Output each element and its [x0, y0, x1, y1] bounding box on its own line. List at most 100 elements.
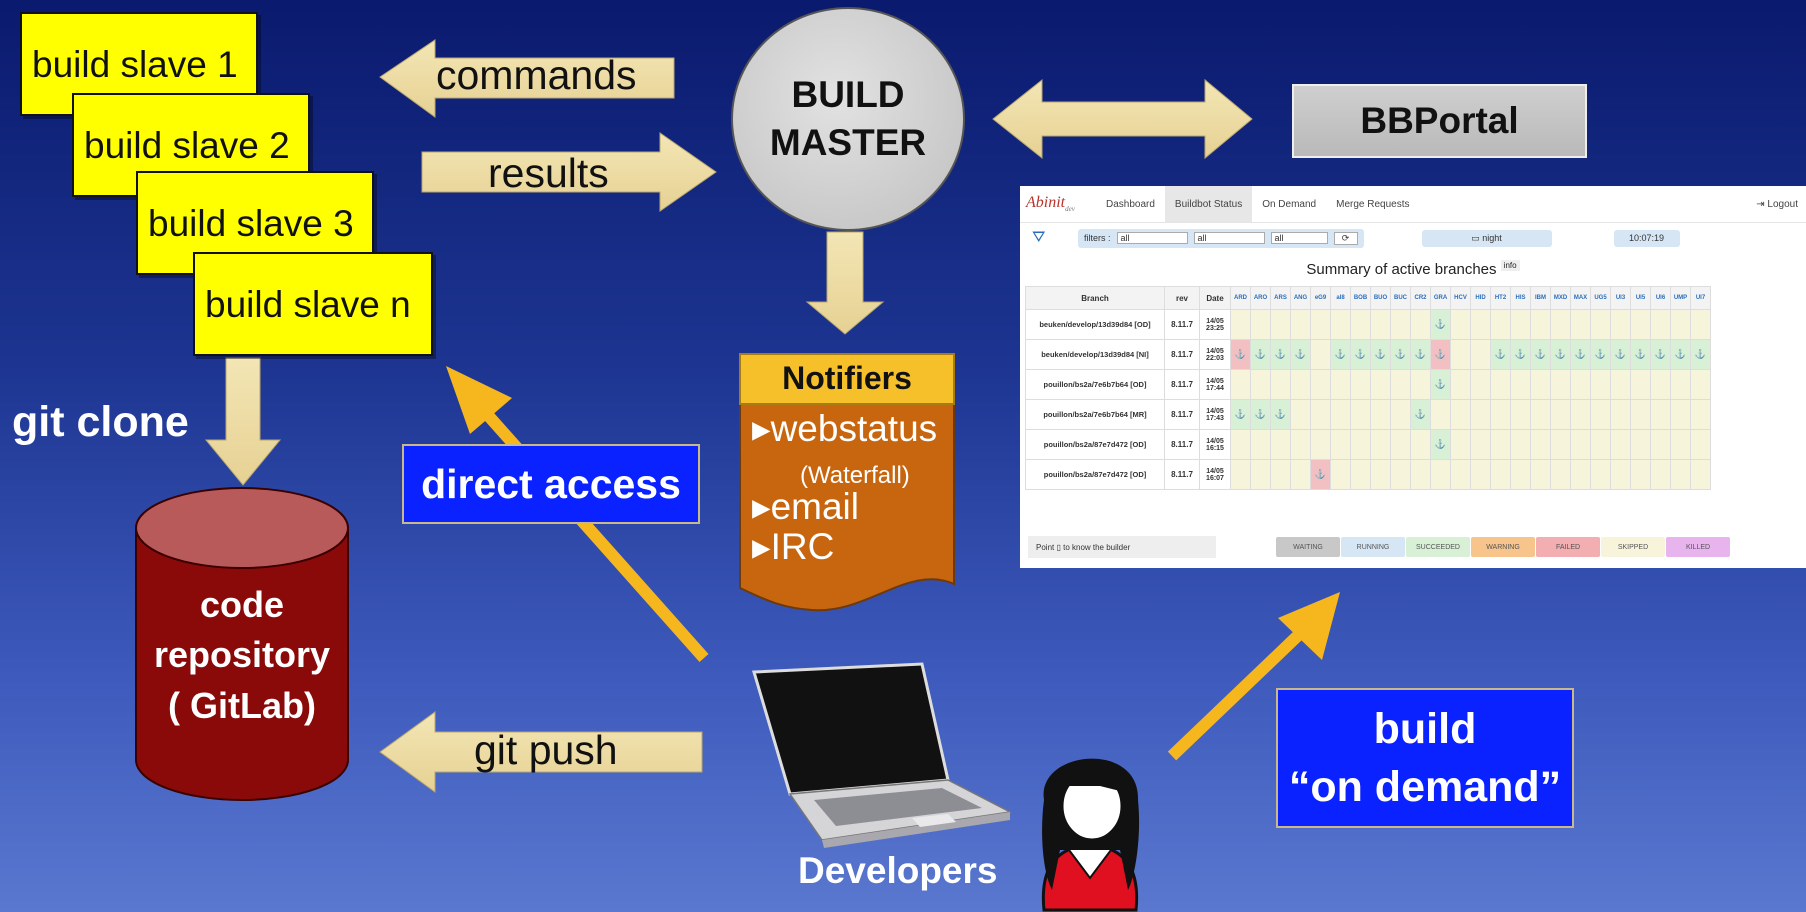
builder-header[interactable]: BUC [1390, 286, 1411, 310]
build-status-cell[interactable]: ⚓ [1490, 339, 1511, 370]
abinit-logo-text: Abinit [1026, 194, 1066, 212]
builder-header[interactable]: UI5 [1630, 286, 1651, 310]
logout-link[interactable]: ⇥ Logout [1756, 198, 1798, 210]
filter-branch-select[interactable]: all [1193, 232, 1265, 244]
build-status-cell[interactable]: ⚓ [1550, 339, 1571, 370]
build-status-cell[interactable]: ⚓ [1630, 339, 1651, 370]
build-status-cell[interactable]: ⚓ [1270, 339, 1291, 370]
master-portal-double-arrow [992, 78, 1253, 160]
build-status-cell[interactable]: ⚓ [1430, 369, 1451, 400]
tab-dashboard[interactable]: Dashboard [1106, 198, 1155, 210]
build-slave-3-label: build slave 3 [148, 202, 354, 244]
build-status-cell [1290, 459, 1311, 490]
builder-header[interactable]: UMP [1670, 286, 1691, 310]
builder-header[interactable]: IBM [1530, 286, 1551, 310]
build-status-cell[interactable]: ⚓ [1410, 399, 1431, 430]
branch-cell[interactable]: pouillon/bs2a/87e7d472 [OD] [1025, 429, 1165, 460]
build-status-cell[interactable]: ⚓ [1430, 429, 1451, 460]
build-status-cell[interactable]: ⚓ [1250, 399, 1271, 430]
rev-cell: 8.11.7 [1164, 369, 1200, 400]
build-status-cell [1590, 309, 1611, 340]
branch-cell[interactable]: pouillon/bs2a/7e6b7b64 [OD] [1025, 369, 1165, 400]
build-status-cell[interactable]: ⚓ [1430, 339, 1451, 370]
builder-header[interactable]: BOB [1350, 286, 1371, 310]
build-status-cell[interactable]: ⚓ [1690, 339, 1711, 370]
build-status-cell[interactable]: ⚓ [1510, 339, 1531, 370]
builder-header[interactable]: GRA [1430, 286, 1451, 310]
build-status-cell[interactable]: ⚓ [1310, 459, 1331, 490]
build-status-cell[interactable]: ⚓ [1350, 339, 1371, 370]
build-status-cell[interactable]: ⚓ [1430, 309, 1451, 340]
build-status-cell [1650, 429, 1671, 460]
branch-cell[interactable]: beuken/develop/13d39d84 [NI] [1025, 339, 1165, 370]
info-button[interactable]: info [1500, 260, 1520, 271]
monitor-icon: ▭ [1471, 232, 1483, 243]
branch-cell[interactable]: beuken/develop/13d39d84 [OD] [1025, 309, 1165, 340]
build-status-cell[interactable]: ⚓ [1290, 339, 1311, 370]
legend-skipped: SKIPPED [1601, 537, 1665, 557]
build-status-cell[interactable]: ⚓ [1250, 339, 1271, 370]
builder-header[interactable]: ARS [1270, 286, 1291, 310]
build-status-cell [1470, 339, 1491, 370]
refresh-icon[interactable]: ⟳ [1333, 231, 1358, 245]
builder-header[interactable]: MAX [1570, 286, 1591, 310]
filter-builder-select[interactable]: all [1270, 232, 1328, 244]
build-status-cell[interactable]: ⚓ [1650, 339, 1671, 370]
theme-select[interactable]: ▭ night [1421, 229, 1552, 247]
builder-header[interactable]: ARD [1230, 286, 1251, 310]
build-status-cell[interactable]: ⚓ [1370, 339, 1391, 370]
build-status-cell[interactable]: ⚓ [1610, 339, 1631, 370]
gitlab-fox-icon: ⛛ [1032, 229, 1046, 246]
build-status-cell[interactable]: ⚓ [1270, 399, 1291, 430]
builder-header[interactable]: UG5 [1590, 286, 1611, 310]
build-status-cell[interactable]: ⚓ [1390, 339, 1411, 370]
builder-header[interactable]: HT2 [1490, 286, 1511, 310]
builder-header[interactable]: UI3 [1610, 286, 1631, 310]
build-status-cell[interactable]: ⚓ [1330, 339, 1351, 370]
builder-header[interactable]: BUO [1370, 286, 1391, 310]
builder-header[interactable]: eG9 [1310, 286, 1331, 310]
build-status-cell[interactable]: ⚓ [1410, 339, 1431, 370]
builder-header[interactable]: ARO [1250, 286, 1271, 310]
build-status-cell [1230, 459, 1251, 490]
column-header: Date [1199, 286, 1231, 310]
build-status-cell[interactable]: ⚓ [1590, 339, 1611, 370]
builder-header[interactable]: MXD [1550, 286, 1571, 310]
build-status-cell[interactable]: ⚓ [1530, 339, 1551, 370]
build-status-cell[interactable]: ⚓ [1230, 339, 1251, 370]
builder-header[interactable]: HID [1470, 286, 1491, 310]
tab-merge-requests[interactable]: Merge Requests [1336, 198, 1410, 210]
build-status-cell[interactable]: ⚓ [1670, 339, 1691, 370]
builder-header[interactable]: al8 [1330, 286, 1351, 310]
builder-header[interactable]: HCV [1450, 286, 1471, 310]
branch-cell[interactable]: pouillon/bs2a/87e7d472 [OD] [1025, 459, 1165, 490]
build-status-cell [1490, 459, 1511, 490]
builder-header[interactable]: UI7 [1690, 286, 1711, 310]
tab-on-demand[interactable]: On Demand [1262, 198, 1317, 210]
builder-header[interactable]: HIS [1510, 286, 1531, 310]
rev-cell: 8.11.7 [1164, 429, 1200, 460]
builder-header[interactable]: ANG [1290, 286, 1311, 310]
build-status-cell [1530, 369, 1551, 400]
build-status-cell [1550, 309, 1571, 340]
tab-buildbot-status[interactable]: Buildbot Status [1164, 186, 1253, 222]
build-status-cell [1390, 399, 1411, 430]
build-status-cell [1670, 399, 1691, 430]
build-status-cell [1290, 429, 1311, 460]
direct-access-box: direct access [402, 444, 700, 524]
build-status-cell[interactable]: ⚓ [1230, 399, 1251, 430]
build-status-cell [1610, 309, 1631, 340]
build-status-cell [1650, 459, 1671, 490]
build-status-cell [1670, 369, 1691, 400]
builder-header[interactable]: CR2 [1410, 286, 1431, 310]
builder-header[interactable]: UI6 [1650, 286, 1671, 310]
build-status-cell [1670, 429, 1691, 460]
build-status-cell [1470, 309, 1491, 340]
filter-user-select[interactable]: all [1116, 232, 1188, 244]
build-status-cell[interactable]: ⚓ [1570, 339, 1591, 370]
branch-cell[interactable]: pouillon/bs2a/7e6b7b64 [MR] [1025, 399, 1165, 430]
